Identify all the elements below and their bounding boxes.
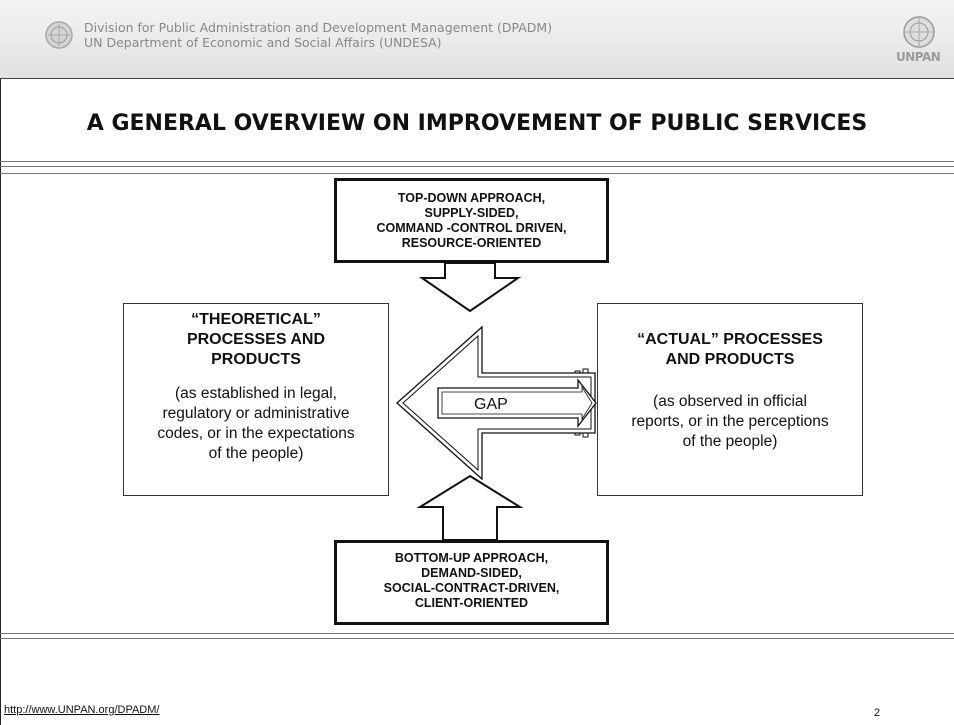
un-emblem-icon	[45, 21, 73, 49]
page-number: 2	[874, 707, 881, 719]
right-box-description-line: of the people)	[682, 433, 778, 450]
bottom-box-line: DEMAND-SIDED,	[421, 566, 522, 580]
footer-url-link[interactable]: http://www.UNPAN.org/DPADM/	[4, 704, 160, 716]
bottom-box-line: CLIENT-ORIENTED	[414, 596, 529, 610]
actual-processes-box: “ACTUAL” PROCESSES AND PRODUCTS (as obse…	[597, 303, 863, 496]
left-box-description-line: of the people)	[208, 445, 304, 462]
right-box-title-line: AND PRODUCTS	[665, 351, 795, 368]
header-division-line: Division for Public Administration and D…	[84, 20, 553, 35]
left-box-title-line: PRODUCTS	[211, 351, 301, 368]
bottom-box-line: SOCIAL-CONTRACT-DRIVEN,	[383, 581, 560, 595]
bottom-separator-line	[0, 638, 954, 639]
top-box-line: TOP-DOWN APPROACH,	[397, 191, 546, 205]
gap-label: GAP	[474, 396, 508, 413]
slide-title: A GENERAL OVERVIEW ON IMPROVEMENT OF PUB…	[86, 111, 868, 136]
top-box-line: SUPPLY-SIDED,	[424, 206, 519, 220]
right-box-description: (as observed in official reports, or in …	[598, 392, 862, 452]
un-emblem-icon	[903, 16, 935, 48]
title-separator-line	[0, 166, 954, 167]
gap-right-arrow	[437, 378, 597, 428]
theoretical-processes-box: “THEORETICAL” PROCESSES AND PRODUCTS (as…	[123, 303, 389, 496]
left-box-title-line: PROCESSES AND	[186, 331, 326, 348]
header-department-line: UN Department of Economic and Social Aff…	[84, 35, 442, 50]
right-box-description-line: (as observed in official	[653, 393, 807, 410]
top-box-line: RESOURCE-ORIENTED	[401, 236, 542, 250]
title-separator-line	[0, 161, 954, 162]
right-box-description-line: reports, or in the perceptions	[631, 413, 829, 430]
up-arrow	[416, 474, 524, 541]
bottom-separator-line	[0, 633, 954, 634]
bottom-box-line: BOTTOM-UP APPROACH,	[394, 551, 549, 565]
left-box-title-line: “THEORETICAL”	[191, 311, 321, 328]
top-down-approach-box: TOP-DOWN APPROACH, SUPPLY-SIDED, COMMAND…	[334, 178, 609, 263]
left-box-description-line: codes, or in the expectations	[157, 425, 355, 442]
left-box-description-line: regulatory or administrative	[162, 405, 350, 422]
left-box-description: (as established in legal, regulatory or …	[124, 384, 388, 464]
right-box-title-line: “ACTUAL” PROCESSES	[637, 331, 823, 348]
top-box-line: COMMAND -CONTROL DRIVEN,	[376, 221, 567, 235]
slide-header: Division for Public Administration and D…	[0, 0, 954, 79]
down-arrow	[418, 262, 522, 313]
bottom-up-approach-box: BOTTOM-UP APPROACH, DEMAND-SIDED, SOCIAL…	[334, 540, 609, 625]
unpan-logo-text: UNPAN	[896, 50, 941, 64]
left-box-description-line: (as established in legal,	[175, 385, 337, 402]
title-separator-line	[0, 173, 954, 174]
